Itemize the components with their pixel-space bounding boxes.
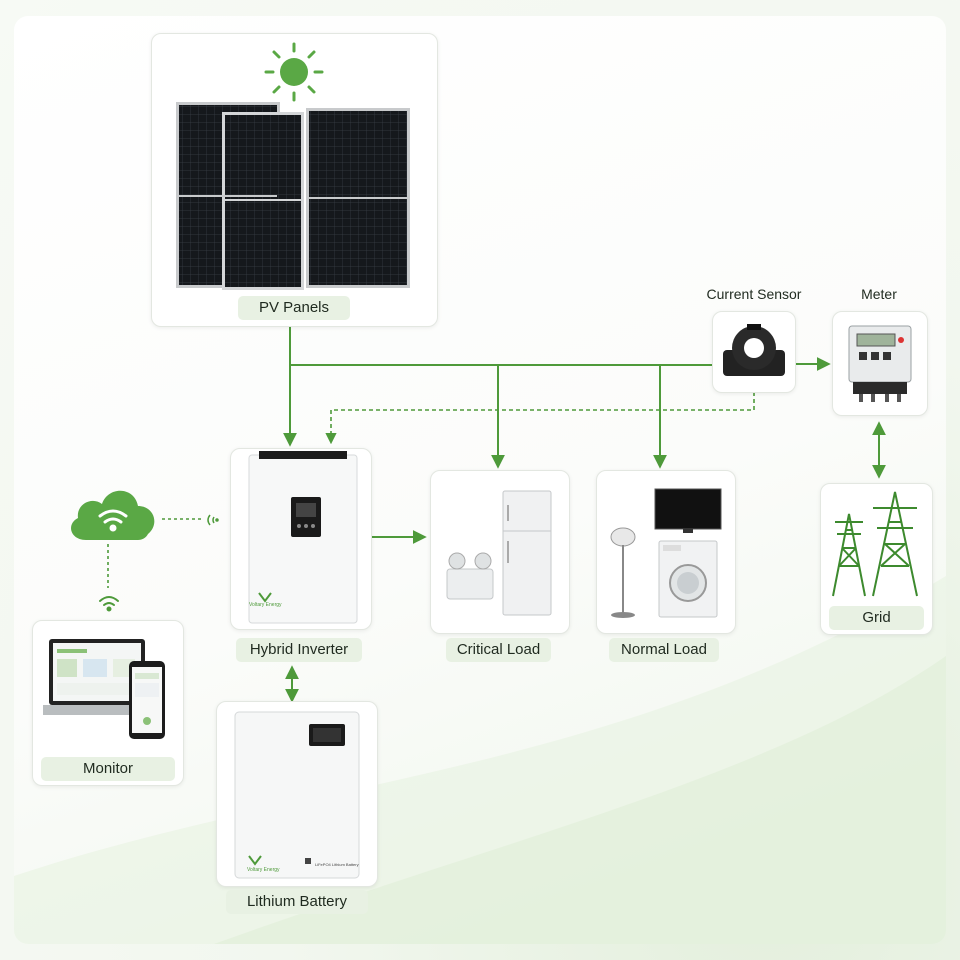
battery-logo-text: Voltary Energy bbox=[247, 867, 280, 873]
hybrid-inverter-label: Hybrid Inverter bbox=[236, 638, 362, 662]
solar-panels-illustration bbox=[176, 102, 410, 290]
current-sensor-label: Current Sensor bbox=[706, 286, 802, 302]
grid-card[interactable]: Grid bbox=[820, 483, 933, 635]
hybrid-inverter-card[interactable]: Voltary Energy bbox=[230, 448, 372, 630]
current-sensor-card[interactable] bbox=[712, 311, 796, 393]
pv-panels-card[interactable]: PV Panels bbox=[151, 33, 438, 327]
monitor-wifi-icon bbox=[99, 596, 119, 612]
battery-type-text: LiFePO4 Lithium Battery bbox=[315, 862, 359, 867]
meter-label: Meter bbox=[861, 286, 897, 302]
grid-label: Grid bbox=[829, 606, 924, 630]
inverter-illustration bbox=[248, 451, 358, 624]
sun-icon bbox=[264, 42, 324, 102]
laptop-and-phone-icon bbox=[43, 639, 165, 739]
critical-load-label: Critical Load bbox=[446, 638, 551, 662]
transmission-tower-icon bbox=[832, 491, 918, 597]
wifi-icon bbox=[98, 509, 128, 532]
sensor-signal-line bbox=[325, 392, 755, 445]
current-sensor-icon bbox=[723, 324, 785, 376]
monitor-card[interactable]: Monitor bbox=[32, 620, 184, 786]
lithium-battery-label: Lithium Battery bbox=[226, 890, 368, 914]
pv-panels-label: PV Panels bbox=[238, 296, 350, 320]
normal-load-label: Normal Load bbox=[609, 638, 719, 662]
wireless-signal-icon bbox=[207, 514, 219, 526]
inverter-logo-text: Voltary Energy bbox=[249, 602, 282, 608]
monitor-label: Monitor bbox=[41, 757, 175, 781]
electricity-meter-icon bbox=[848, 325, 912, 402]
battery-illustration bbox=[234, 711, 360, 879]
lithium-battery-card[interactable]: Voltary Energy LiFePO4 Lithium Battery bbox=[216, 701, 378, 887]
critical-load-card[interactable] bbox=[430, 470, 570, 634]
refrigerator-and-emergency-light-icon bbox=[446, 490, 552, 616]
normal-load-card[interactable] bbox=[596, 470, 736, 634]
tv-washer-lamp-icon bbox=[610, 488, 722, 618]
meter-card[interactable] bbox=[832, 311, 928, 416]
cloud-icon bbox=[71, 490, 155, 540]
